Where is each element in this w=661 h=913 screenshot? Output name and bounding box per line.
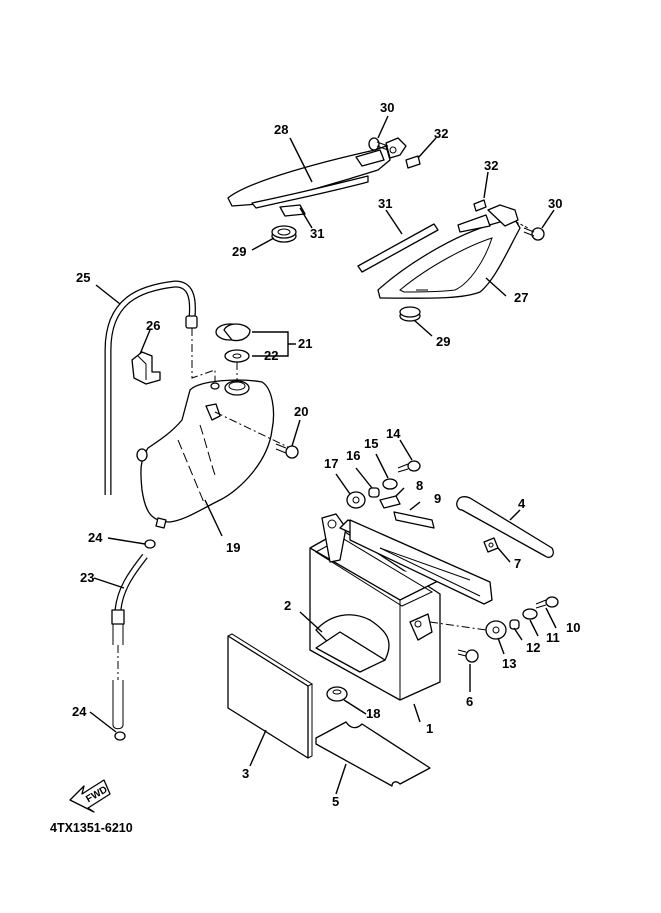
callout-18: 18	[366, 706, 380, 721]
plate-7	[483, 537, 499, 553]
leader-lines	[89, 115, 557, 795]
pad-9	[393, 511, 435, 529]
callout-29a: 29	[232, 244, 246, 259]
washer-11	[522, 608, 538, 620]
callout-7: 7	[514, 556, 521, 571]
side-cover-right	[377, 204, 521, 299]
callout-3: 3	[242, 766, 249, 781]
collar-12	[509, 619, 520, 630]
grommet-17	[346, 491, 366, 509]
grommet-29b	[399, 306, 421, 322]
reference-code: 4TX1351-6210	[50, 821, 133, 835]
clamp-26	[131, 351, 161, 385]
decal-32a	[405, 155, 421, 169]
tank-cap-21	[215, 323, 251, 342]
clip-24b	[114, 731, 126, 741]
bolt-6	[457, 649, 479, 663]
bolt-20	[275, 443, 299, 459]
battery-band-4	[456, 496, 554, 559]
clip-24a	[144, 539, 156, 549]
callout-2: 2	[284, 598, 291, 613]
bolt-10	[535, 596, 559, 609]
fwd-arrow-icon: FWD	[69, 779, 111, 813]
callout-26: 26	[146, 318, 160, 333]
callout-25: 25	[76, 270, 90, 285]
pad-3	[227, 633, 314, 759]
callout-22: 22	[264, 348, 278, 363]
callout-32b: 32	[484, 158, 498, 173]
grommet-13	[485, 620, 507, 640]
collar-16	[368, 487, 380, 498]
callout-20: 20	[294, 404, 308, 419]
callout-17: 17	[324, 456, 338, 471]
grommet-29a	[271, 225, 297, 243]
callout-9: 9	[434, 491, 441, 506]
callout-32a: 32	[434, 126, 448, 141]
callout-30b: 30	[548, 196, 562, 211]
callout-28: 28	[274, 122, 288, 137]
seal-22	[224, 349, 250, 363]
callout-14: 14	[386, 426, 401, 441]
callout-8: 8	[416, 478, 423, 493]
reservoir-tank	[136, 379, 291, 529]
callout-10: 10	[566, 620, 580, 635]
callout-30a: 30	[380, 100, 394, 115]
callout-19: 19	[226, 540, 240, 555]
callout-27: 27	[514, 290, 528, 305]
decal-32b	[473, 199, 487, 212]
bolt-30b	[515, 221, 545, 241]
callout-11: 11	[546, 630, 560, 645]
callout-5: 5	[332, 794, 339, 809]
washer-15	[382, 478, 398, 490]
hose-25	[104, 280, 198, 495]
pad-8	[379, 495, 401, 509]
trim-strip-31b	[357, 223, 439, 273]
callout-1: 1	[426, 721, 433, 736]
callout-29b: 29	[436, 334, 450, 349]
callout-12: 12	[526, 640, 540, 655]
grommet-18	[326, 686, 348, 702]
callout-15: 15	[364, 436, 378, 451]
callout-6: 6	[466, 694, 473, 709]
callout-24b: 24	[72, 704, 87, 719]
callout-4: 4	[518, 496, 526, 511]
callout-labels: 1 2 3 4 5 6 7 8 9 10 11 12 13 14 15 16 1…	[72, 100, 580, 809]
callout-31b: 31	[378, 196, 392, 211]
callout-31a: 31	[310, 226, 324, 241]
callout-21: 21	[298, 336, 312, 351]
callout-13: 13	[502, 656, 516, 671]
callout-16: 16	[346, 448, 360, 463]
bolt-30a	[368, 137, 389, 151]
plate-5	[315, 721, 431, 787]
battery-box	[309, 513, 493, 701]
leader-mount-right	[429, 621, 487, 631]
callout-24a: 24	[88, 530, 103, 545]
hose-23	[111, 553, 148, 730]
callout-23: 23	[80, 570, 94, 585]
leader-hose-to-tank	[191, 328, 216, 386]
bolt-14	[397, 460, 421, 473]
